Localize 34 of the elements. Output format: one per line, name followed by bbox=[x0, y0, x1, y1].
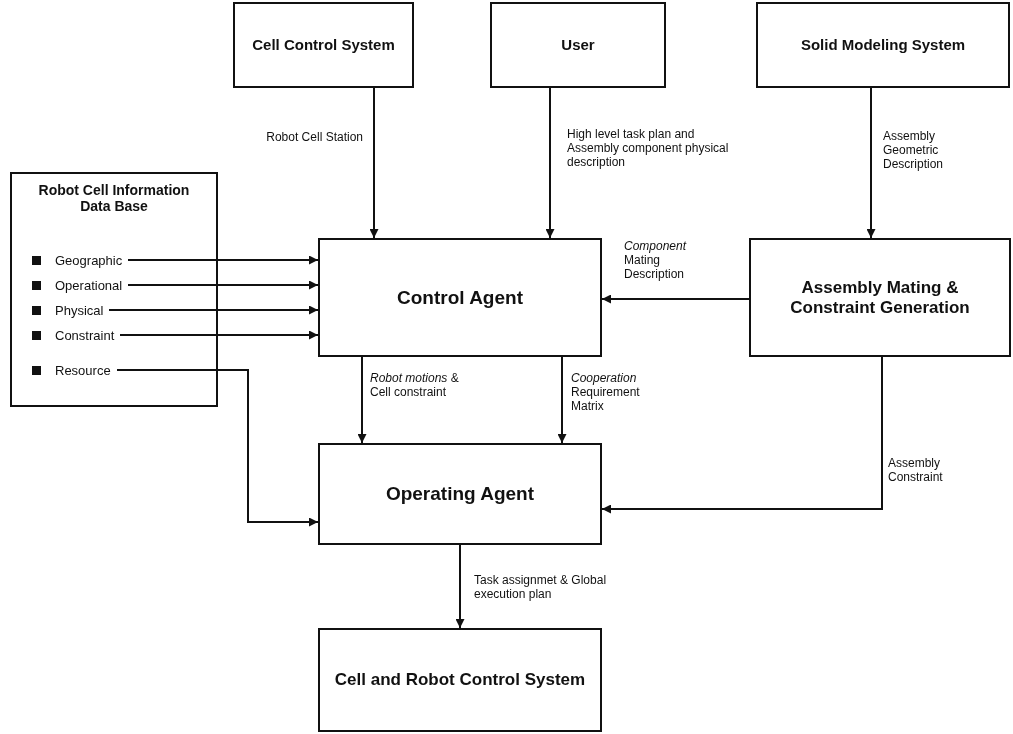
system-box bbox=[318, 628, 602, 732]
arrow bbox=[116, 369, 319, 527]
list-item-text: Operational bbox=[55, 277, 123, 293]
list-item-text: Geographic bbox=[55, 252, 123, 268]
box-title: Cell and Robot Control System bbox=[334, 670, 586, 690]
box-title: Control Agent bbox=[397, 286, 523, 309]
list-item-text: Resource bbox=[55, 362, 111, 378]
arrow bbox=[545, 87, 555, 239]
box-title: Cell Control System bbox=[252, 36, 395, 54]
box-title: Solid Modeling System bbox=[800, 36, 966, 54]
agent-box bbox=[318, 238, 602, 357]
system-box bbox=[756, 2, 1010, 88]
arrow bbox=[557, 356, 567, 444]
box-title: Operating Agent bbox=[385, 483, 535, 505]
list-item-text: Constraint bbox=[55, 327, 115, 343]
database-box bbox=[10, 172, 218, 407]
arrow bbox=[108, 305, 319, 315]
box-heading: Robot Cell Information Data Base bbox=[37, 182, 191, 215]
arrow bbox=[357, 356, 367, 444]
arrow bbox=[866, 87, 876, 239]
list-item-text: Physical bbox=[55, 302, 104, 318]
system-box bbox=[490, 2, 666, 88]
arrow bbox=[127, 280, 319, 290]
arrow bbox=[119, 330, 319, 340]
box-title: Assembly Mating & Constraint Generation bbox=[789, 277, 971, 318]
arrow bbox=[369, 87, 379, 239]
arrow bbox=[455, 544, 465, 629]
box-title: User bbox=[561, 36, 595, 54]
system-box bbox=[749, 238, 1011, 357]
arrow bbox=[601, 294, 750, 304]
agent-box bbox=[318, 443, 602, 545]
system-box bbox=[233, 2, 414, 88]
arrow bbox=[601, 356, 883, 514]
arrow bbox=[127, 255, 319, 265]
